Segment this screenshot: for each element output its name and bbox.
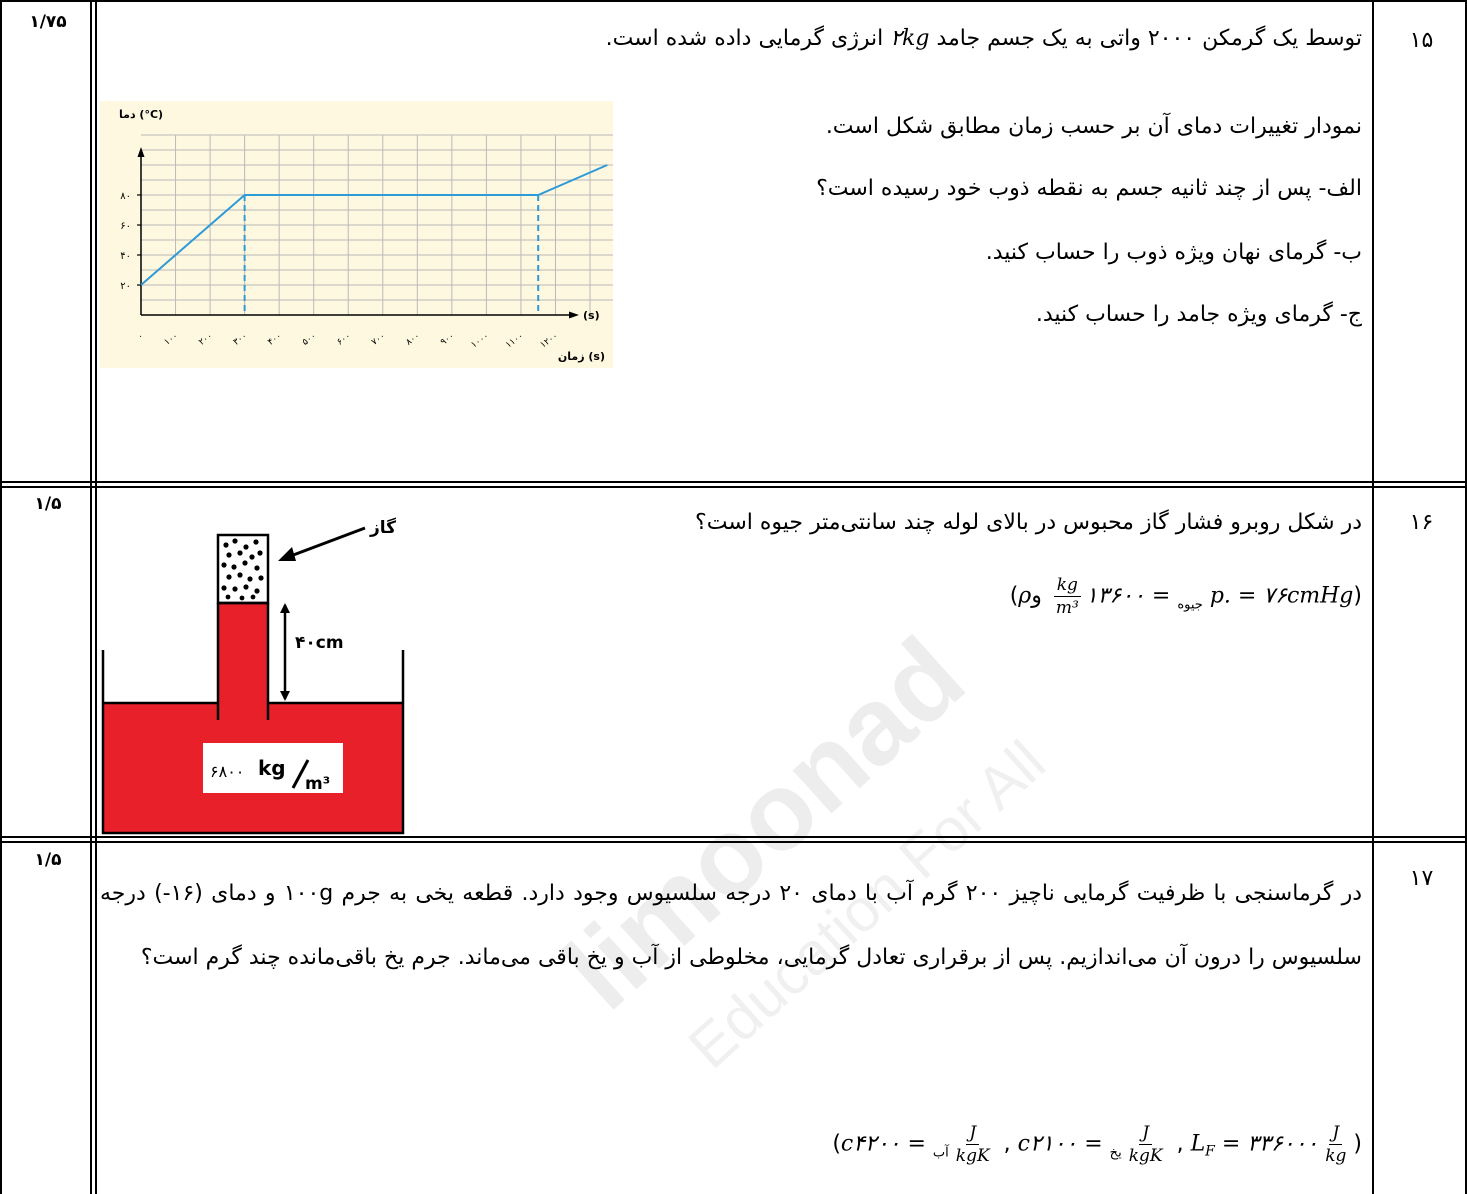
table-border-left [0,0,2,1194]
gas-particles [221,538,264,601]
x-axis-arrowhead [569,311,579,319]
y-tick-label: ۸۰ [120,191,131,202]
q16-and: و [1031,583,1210,609]
q17-ice-sub: یخ [1109,1145,1122,1161]
score-column-divider [90,0,92,1194]
q16-rho-unit-num: kg [1053,574,1081,597]
table-border-top [0,0,1467,2]
density-label-box [203,743,343,793]
q16-number: ۱۶ [1409,510,1434,535]
q17-c-water-value: = ۴۲۰۰ [853,1131,933,1157]
q17-lf-value: = ۳۳۶۰۰۰ [1214,1131,1319,1157]
q15-line1-start: توسط یک گرمکن ۲۰۰۰ واتی به یک جسم جامد [929,26,1362,51]
q15-line1-end: انرژی گرمایی داده شده است. [605,26,891,51]
tube-liquid [218,603,268,705]
number-column-divider [1372,0,1374,1194]
q15-number: ۱۵ [1409,28,1434,53]
q15-part-a: الف- پس از چند ثانیه جسم به نقطه ذوب خود… [816,176,1362,201]
q16-rho-sub: جیوه [1177,597,1203,613]
score-column-divider-inner [95,0,97,1194]
row-divider-1b [0,486,1467,488]
gas-label: گاز [369,517,396,538]
unit-j: J [966,1122,980,1145]
y-tick-label: ۴۰ [120,251,131,262]
unit-kgk: kgK [1128,1146,1163,1166]
y-axis-title: دما (°C) [119,108,163,121]
y-tick-label: ۶۰ [120,221,131,232]
q17-number: ۱۷ [1409,866,1434,891]
q16-line1: در شکل روبرو فشار گاز محبوس در بالای لول… [695,510,1362,535]
q15-part-b: ب- گرمای نهان ویژه ذوب را حساب کنید. [985,240,1362,265]
height-label: ۴۰cm [295,633,344,653]
q16-score: ۱/۵ [34,494,62,514]
q15-part-c: ج- گرمای ویژه جامد را حساب کنید. [1035,302,1362,327]
x-axis-title: زمان (s) [558,350,605,363]
density-unit-num: kg [258,756,286,780]
unit-kgk: kgK [955,1146,990,1166]
q17-lf-sub: F [1205,1143,1215,1160]
q17-c-ice-symbol: c [1017,1131,1030,1157]
x-tick-label: ۰ [136,331,146,342]
q15-score: ۱/۷۵ [29,12,67,32]
q15-mass: ۲kg [890,26,930,51]
gas-tube-figure: ۴۰cm گاز ۶۸۰۰ kg m³ [101,517,405,835]
y-axis-arrowhead [137,147,145,157]
density-value: ۶۸۰۰ [210,762,244,781]
x-axis-arrow-label: (s) [583,309,600,322]
q15-line1: توسط یک گرمکن ۲۰۰۰ واتی به یک جسم جامد ۲… [606,26,1362,51]
q17-lf-symbol: L [1190,1131,1206,1157]
q16-p0: p. = ۷۶cmHg [1209,583,1354,609]
y-tick-label: ۲۰ [120,281,131,292]
row-divider-2 [0,836,1467,838]
row-divider-2b [0,841,1467,843]
table-border-right [1465,0,1467,1194]
q16-rho-unit-den: m³ [1055,598,1079,618]
unit-j: J [1139,1122,1153,1145]
q15-line2: نمودار تغییرات دمای آن بر حسب زمان مطابق… [825,114,1362,139]
density-unit-den: m³ [305,774,330,794]
q17-water-sub: آب [932,1145,949,1161]
chart-background [100,101,613,368]
q17-text: در گرماسنجی با ظرفیت گرمایی ناچیز ۲۰۰ گر… [100,881,1362,970]
row-divider-1 [0,481,1467,483]
q16-rho-symbol: ρ [1018,583,1032,609]
temperature-series-line [140,164,608,286]
unit-j: J [1329,1122,1343,1145]
q17-c-water-symbol: c [840,1131,854,1157]
unit-kg: kg [1325,1146,1347,1166]
q17-c-ice-value: = ۲۱۰۰ [1029,1131,1110,1157]
q17-score: ۱/۵ [34,850,62,870]
chart-grid [141,134,613,315]
q16-rho-value: = ۱۳۶۰۰ [1085,583,1178,609]
